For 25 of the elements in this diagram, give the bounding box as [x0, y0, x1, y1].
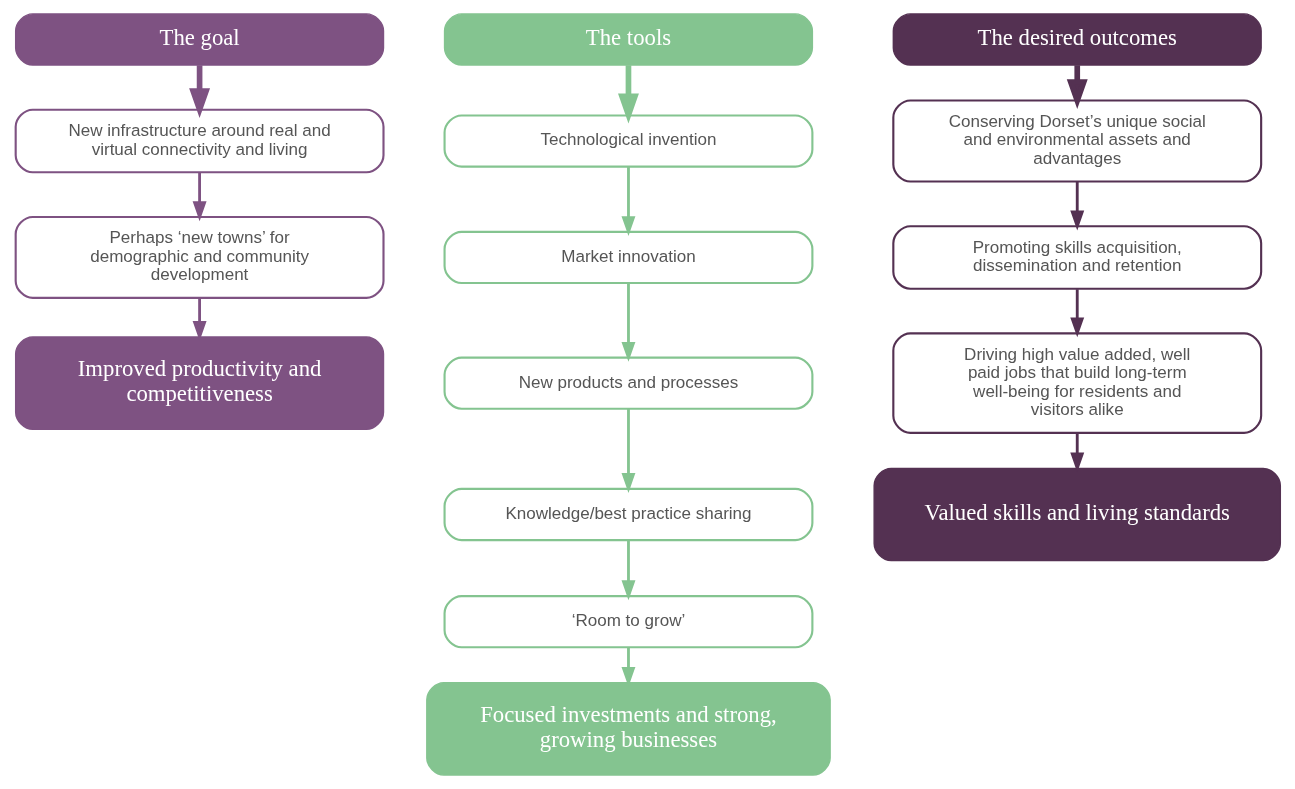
node-box: Perhaps ‘new towns’ for demographic and community development [14, 215, 385, 299]
node-box: Improved productivity and competitiveness [14, 336, 384, 430]
node-box: The desired outcomes [892, 13, 1262, 66]
node-box: Knowledge/best practice sharing [443, 487, 813, 542]
node-box: The goal [14, 13, 384, 66]
arrow [192, 172, 207, 222]
node-box: Technological invention [443, 114, 813, 168]
node-box: New products and processes [443, 356, 813, 410]
arrow [621, 283, 635, 362]
arrow [617, 65, 639, 124]
node-box: Driving high value added, well paid jobs that build long-term well-being for residents and visitors alike [891, 332, 1262, 434]
node-box: ‘Room to grow’ [443, 595, 813, 649]
arrow [621, 540, 635, 601]
node-box: Market innovation [443, 230, 813, 285]
arrow [1069, 181, 1084, 231]
arrow [621, 167, 635, 237]
arrow [1069, 289, 1084, 338]
node-box: Conserving Dorset’s unique social and environmental assets and advantages [891, 99, 1262, 183]
node-box: Focused investments and strong, growing businesses [425, 682, 831, 776]
node-box: New infrastructure around real and virtual connectivity and living [14, 108, 385, 174]
node-box: The tools [443, 13, 813, 66]
node-box: Valued skills and living standards [872, 467, 1281, 562]
arrow [621, 408, 635, 493]
arrow [188, 65, 210, 119]
node-box: Promoting skills acquisition, dissemination and retention [891, 225, 1262, 290]
